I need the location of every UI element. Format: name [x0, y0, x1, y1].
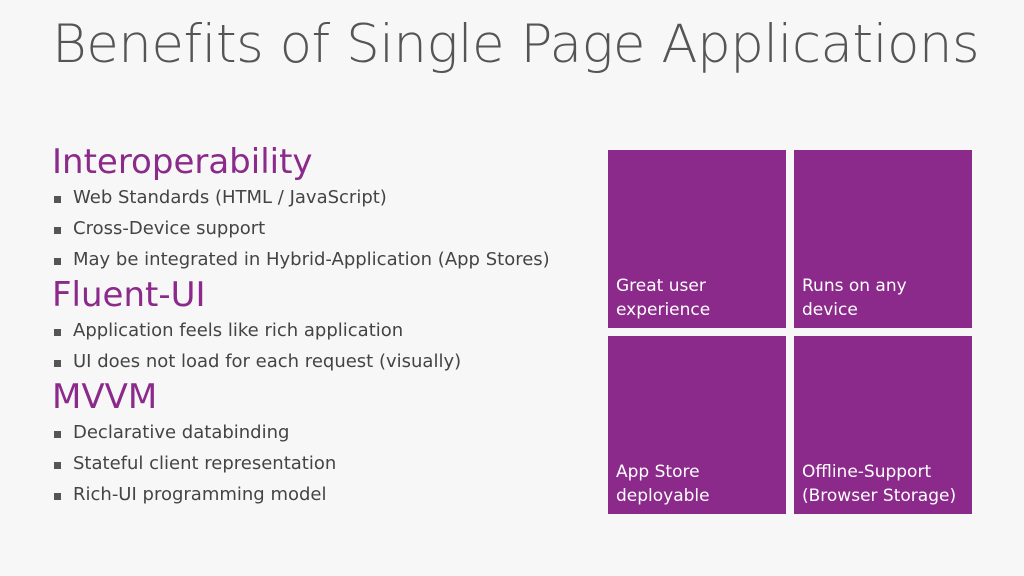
tile-great-user-experience: Great user experience: [608, 150, 786, 328]
bullet-text: May be integrated in Hybrid-Application …: [73, 249, 550, 270]
section-heading: MVVM: [52, 377, 158, 417]
bullet-text: Rich-UI programming model: [73, 484, 327, 505]
bullet-item: Web Standards (HTML / JavaScript): [52, 182, 592, 213]
bullet-list: Web Standards (HTML / JavaScript) Cross-…: [52, 182, 592, 275]
tile-label: Runs on any device: [802, 276, 907, 320]
bullet-list: Application feels like rich application …: [52, 315, 592, 377]
bullet-item: Rich-UI programming model: [52, 479, 592, 510]
tile-label: App Store deployable: [616, 462, 710, 506]
bullet-item: Stateful client representation: [52, 448, 592, 479]
bullet-text: Web Standards (HTML / JavaScript): [73, 187, 387, 208]
square-bullet-icon: [54, 431, 61, 438]
slide-title: Benefits of Single Page Applications: [52, 14, 980, 75]
tile-label: Offline-Support (Browser Storage): [802, 462, 957, 506]
section-heading: Interoperability: [52, 142, 313, 182]
square-bullet-icon: [54, 258, 61, 265]
bullet-text: Cross-Device support: [73, 218, 266, 239]
bullet-list: Declarative databinding Stateful client …: [52, 417, 592, 510]
benefits-list: Interoperability Web Standards (HTML / J…: [52, 142, 592, 510]
bullet-text: Declarative databinding: [73, 422, 290, 443]
section-heading: Fluent-UI: [52, 275, 206, 315]
tile-runs-on-any-device: Runs on any device: [794, 150, 972, 328]
section-fluent-ui: Fluent-UI Application feels like rich ap…: [52, 275, 592, 377]
square-bullet-icon: [54, 329, 61, 336]
bullet-item: Application feels like rich application: [52, 315, 592, 346]
tile-app-store-deployable: App Store deployable: [608, 336, 786, 514]
tile-offline-support: Offline-Support (Browser Storage): [794, 336, 972, 514]
bullet-item: UI does not load for each request (visua…: [52, 346, 592, 377]
square-bullet-icon: [54, 493, 61, 500]
bullet-text: UI does not load for each request (visua…: [73, 351, 462, 372]
bullet-text: Application feels like rich application: [73, 320, 404, 341]
bullet-text: Stateful client representation: [73, 453, 337, 474]
bullet-item: Cross-Device support: [52, 213, 592, 244]
square-bullet-icon: [54, 227, 61, 234]
bullet-item: May be integrated in Hybrid-Application …: [52, 244, 592, 275]
square-bullet-icon: [54, 196, 61, 203]
section-mvvm: MVVM Declarative databinding Stateful cl…: [52, 377, 592, 510]
square-bullet-icon: [54, 360, 61, 367]
square-bullet-icon: [54, 462, 61, 469]
tile-grid: Great user experience Runs on any device…: [608, 150, 972, 514]
bullet-item: Declarative databinding: [52, 417, 592, 448]
section-interoperability: Interoperability Web Standards (HTML / J…: [52, 142, 592, 275]
tile-label: Great user experience: [616, 276, 711, 320]
